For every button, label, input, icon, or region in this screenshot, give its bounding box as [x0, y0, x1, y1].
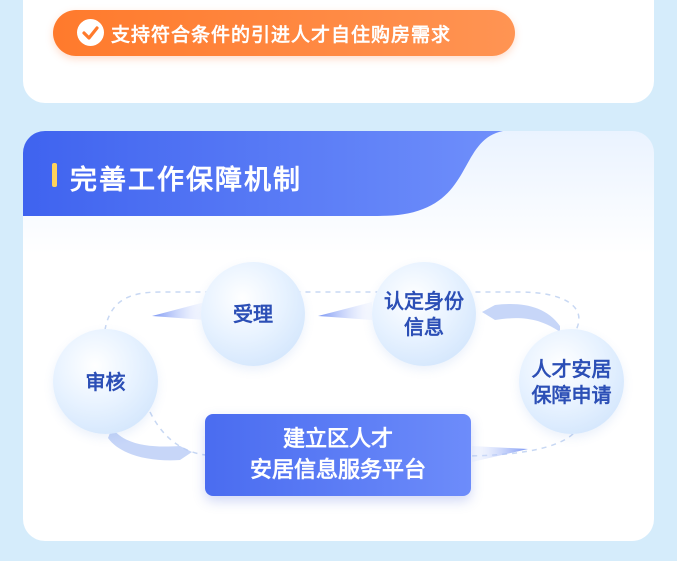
arrow-left-1 [152, 302, 205, 320]
step-identity-line1: 认定身份 [384, 289, 464, 313]
check-icon [77, 19, 104, 46]
step-review-label: 审核 [85, 369, 126, 394]
platform-line1: 建立区人才 [282, 427, 393, 452]
step-accept: 受理 [201, 262, 305, 366]
platform-line2: 安居信息服务平台 [249, 458, 426, 483]
title-accent-bar [52, 163, 57, 187]
arrow-left-2 [318, 302, 372, 320]
step-application-line1: 人才安居 [531, 356, 612, 381]
step-review: 审核 [53, 329, 158, 434]
step-application-line2: 保障申请 [531, 382, 612, 407]
arrow-curve-left [108, 428, 192, 461]
platform-box: 建立区人才 安居信息服务平台 [205, 414, 471, 496]
step-identity: 认定身份 信息 [372, 262, 476, 366]
header-band [23, 131, 503, 216]
requirement-pill [53, 10, 515, 56]
step-identity-line2: 信息 [404, 315, 444, 339]
arrow-right-1 [472, 446, 528, 462]
arrow-curve-right [482, 304, 560, 332]
pill-text: 支持符合条件的引进人才自住购房需求 [111, 24, 452, 46]
step-application: 人才安居 保障申请 [519, 329, 624, 434]
step-accept-label: 受理 [233, 302, 273, 326]
section-title: 完善工作保障机制 [70, 165, 302, 196]
